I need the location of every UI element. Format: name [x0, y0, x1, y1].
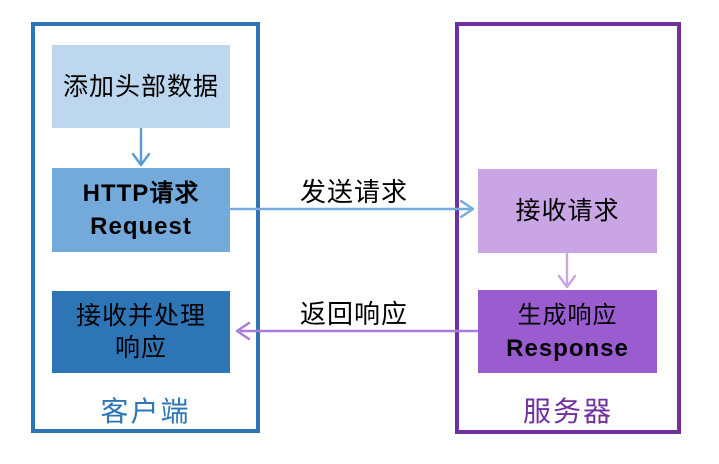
receive-request-label: 接收请求 — [515, 197, 620, 225]
client-title: 客户端 — [100, 396, 191, 427]
generate-response-label-line1: 生成响应 — [517, 301, 618, 329]
server-container — [455, 22, 681, 434]
generate-response-box: 生成响应 Response — [478, 290, 657, 373]
generate-response-label-line2: Response — [506, 334, 629, 362]
http-request-box: HTTP请求 Request — [52, 168, 230, 252]
receive-process-label-line1: 接收并处理 — [75, 302, 206, 330]
client-container — [31, 22, 260, 433]
add-header-data-label: 添加头部数据 — [62, 72, 219, 101]
http-request-label-line2: Request — [90, 213, 192, 240]
server-title: 服务器 — [522, 396, 613, 427]
receive-process-label-line2: 响应 — [114, 334, 167, 362]
http-request-label-line1: HTTP请求 — [82, 180, 200, 207]
receive-process-response-box: 接收并处理 响应 — [52, 291, 230, 373]
add-header-data-box: 添加头部数据 — [52, 45, 230, 128]
return-response-arrow-label: 返回响应 — [299, 299, 408, 329]
send-request-arrow-label: 发送请求 — [299, 177, 408, 207]
receive-request-box: 接收请求 — [478, 169, 657, 253]
